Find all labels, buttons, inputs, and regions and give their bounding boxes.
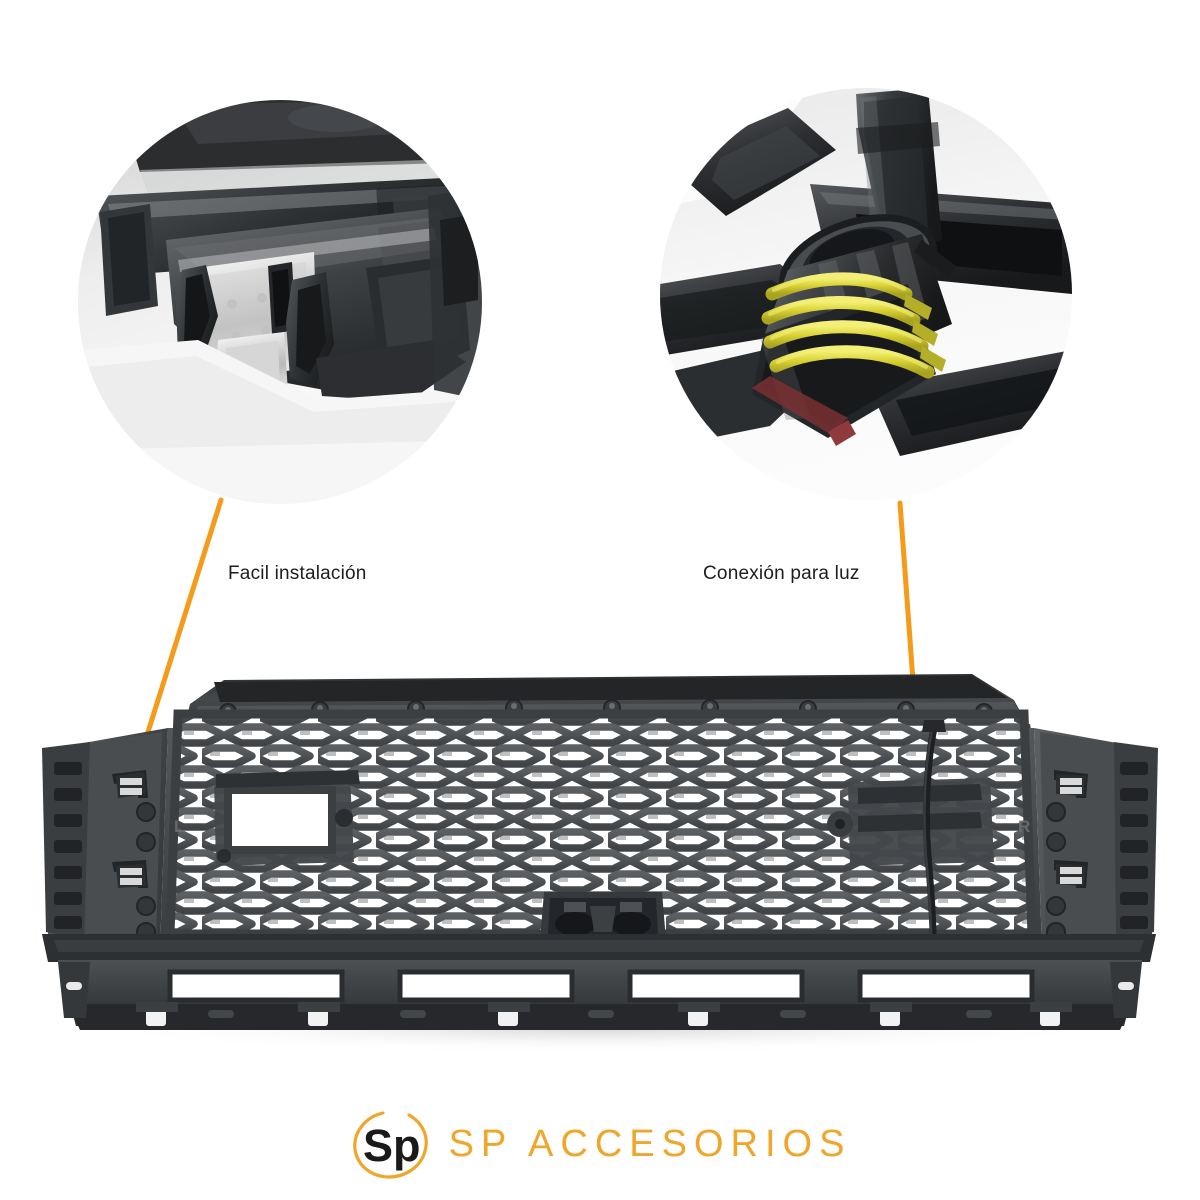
left-reinforcement-plate bbox=[214, 770, 360, 866]
grille-illustration: L bbox=[42, 674, 1158, 1054]
valance-cutouts bbox=[167, 969, 1035, 1003]
light-connector-illustration bbox=[660, 88, 1072, 500]
right-mounting-bracket: R bbox=[1018, 728, 1158, 948]
left-mounting-bracket: L bbox=[42, 728, 184, 948]
product-image-grille: L bbox=[28, 666, 1172, 1056]
inset-photo-facil-instalacion bbox=[78, 100, 482, 504]
lower-valance bbox=[58, 960, 1142, 1030]
valance-clips bbox=[136, 1002, 1072, 1026]
svg-text:R: R bbox=[1018, 817, 1030, 836]
brand-wordmark: SP ACCESORIOS bbox=[448, 1123, 852, 1165]
callout-label-facil-instalacion: Facil instalación bbox=[228, 563, 367, 584]
svg-text:L: L bbox=[174, 817, 184, 836]
mounting-clip-illustration bbox=[78, 100, 482, 504]
center-emblem-mount bbox=[540, 892, 666, 940]
inset-photo-conexion-para-luz bbox=[660, 88, 1072, 500]
sp-monogram-icon: Sp bbox=[352, 1111, 428, 1179]
brand-footer: Sp SP ACCESORIOS bbox=[0, 1098, 1200, 1190]
callout-label-conexion-para-luz: Conexión para luz bbox=[703, 563, 860, 584]
sp-monogram-text: Sp bbox=[363, 1120, 421, 1171]
right-reinforcement-plate bbox=[827, 778, 994, 866]
brand-logo-mark: Sp bbox=[349, 1105, 435, 1183]
